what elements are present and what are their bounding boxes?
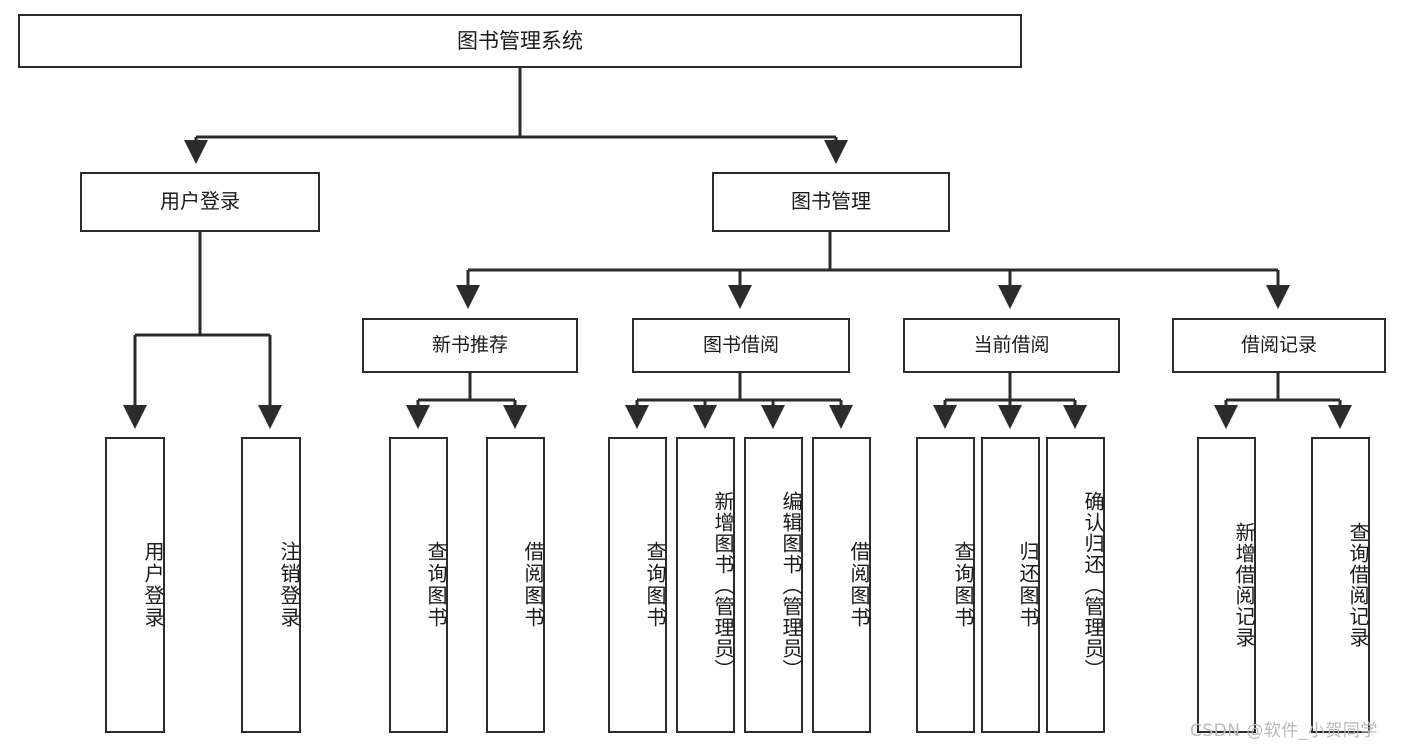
node-book-management[interactable]: 图书管理	[712, 172, 950, 232]
leaf-borrow-record-query[interactable]: 查询借阅记录	[1311, 437, 1370, 733]
node-label: 图书管理系统	[457, 28, 583, 53]
node-label: 新增图书（管理员）	[711, 490, 735, 680]
node-label: 新增借阅记录	[1232, 522, 1256, 648]
node-label: 编辑图书（管理员）	[779, 490, 803, 680]
leaf-book-borrow-add[interactable]: 新增图书（管理员）	[676, 437, 735, 733]
node-label: 注销登录	[277, 541, 301, 629]
leaf-borrow-record-add[interactable]: 新增借阅记录	[1197, 437, 1256, 733]
leaf-new-book-query[interactable]: 查询图书	[389, 437, 448, 733]
node-label: 查询借阅记录	[1346, 522, 1370, 648]
leaf-current-borrow-query[interactable]: 查询图书	[916, 437, 975, 733]
csdn-watermark: CSDN @软件_小贺同学	[1190, 721, 1378, 741]
node-label: 借阅记录	[1240, 334, 1317, 357]
node-label: 图书管理	[791, 189, 871, 214]
leaf-new-book-borrow[interactable]: 借阅图书	[486, 437, 545, 733]
leaf-book-borrow-borrow[interactable]: 借阅图书	[812, 437, 871, 733]
node-label: 归还图书	[1016, 541, 1040, 629]
node-label: 确认归还（管理员）	[1081, 490, 1105, 680]
node-label: 图书借阅	[702, 334, 779, 357]
node-label: 借阅图书	[847, 541, 871, 629]
node-label: 用户登录	[141, 541, 165, 629]
leaf-current-borrow-return[interactable]: 归还图书	[981, 437, 1040, 733]
node-book-borrow[interactable]: 图书借阅	[632, 318, 850, 373]
leaf-current-borrow-confirm-return[interactable]: 确认归还（管理员）	[1046, 437, 1105, 733]
node-current-borrow[interactable]: 当前借阅	[903, 318, 1120, 373]
node-label: 查询图书	[643, 541, 667, 629]
leaf-user-login-signin[interactable]: 用户登录	[105, 437, 165, 733]
node-new-book-recommend[interactable]: 新书推荐	[362, 318, 578, 373]
node-user-login[interactable]: 用户登录	[80, 172, 320, 232]
node-label: 当前借阅	[973, 334, 1050, 357]
leaf-book-borrow-query[interactable]: 查询图书	[608, 437, 667, 733]
node-label: 查询图书	[424, 541, 448, 629]
leaf-book-borrow-edit[interactable]: 编辑图书（管理员）	[744, 437, 803, 733]
leaf-user-login-logout[interactable]: 注销登录	[241, 437, 301, 733]
node-borrow-record[interactable]: 借阅记录	[1172, 318, 1386, 373]
node-label: 用户登录	[160, 189, 240, 214]
node-root-book-management-system[interactable]: 图书管理系统	[18, 14, 1022, 68]
node-label: 新书推荐	[431, 334, 508, 357]
node-label: 查询图书	[951, 541, 975, 629]
node-label: 借阅图书	[521, 541, 545, 629]
